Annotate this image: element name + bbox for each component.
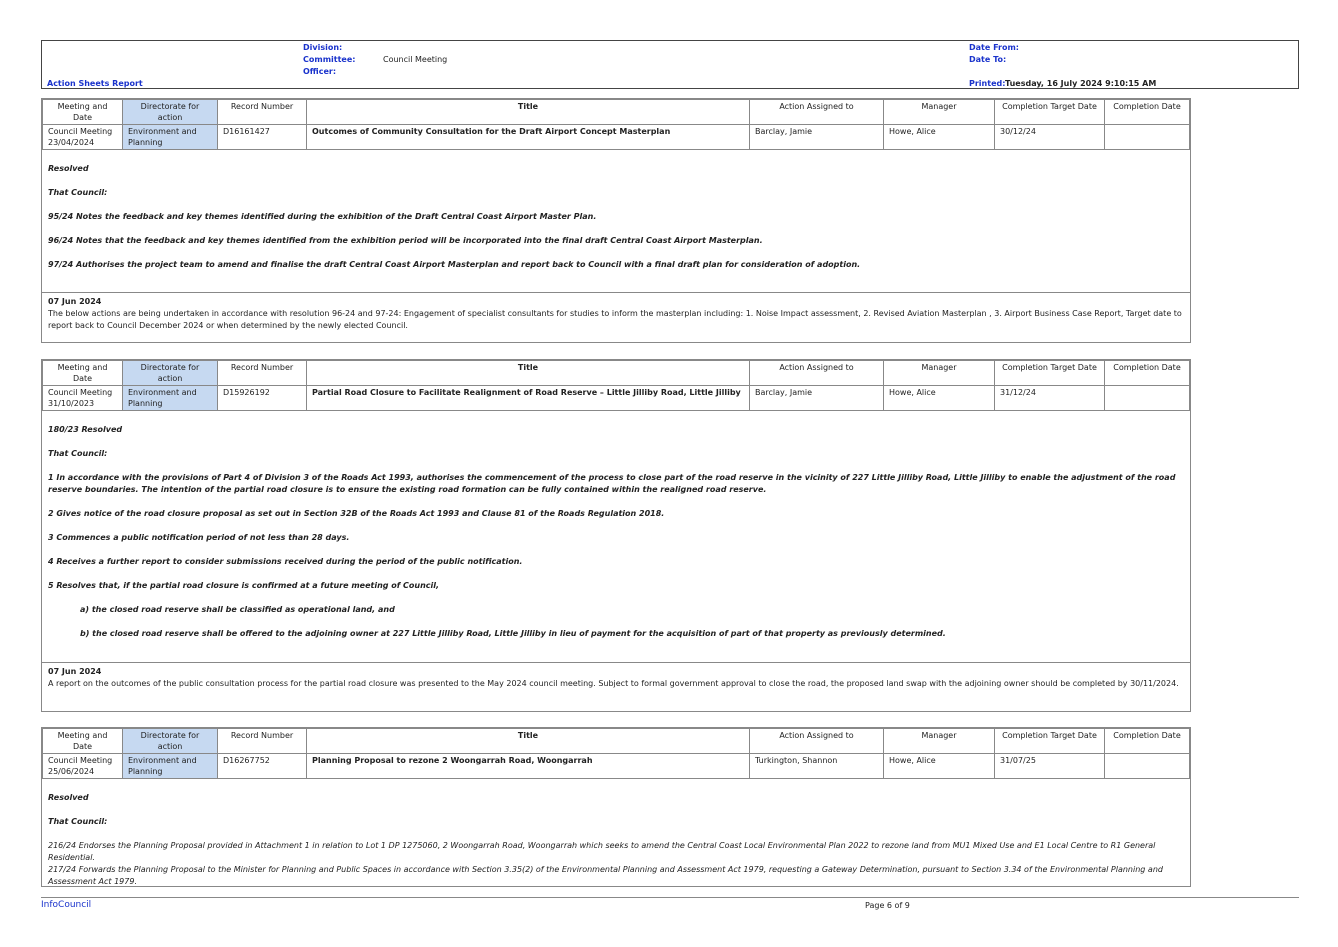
cell-manager: Howe, Alice xyxy=(883,385,995,411)
resolution-subline: a) the closed road reserve shall be clas… xyxy=(80,605,395,614)
col-title: Title xyxy=(306,728,750,754)
col-meeting: Meeting and Date xyxy=(42,360,123,386)
note-date: 07 Jun 2024 xyxy=(48,297,102,306)
resolution-subline: b) the closed road reserve shall be offe… xyxy=(80,629,946,638)
action-item: Meeting and Date Directorate for action … xyxy=(41,359,1191,712)
note-text: The below actions are being undertaken i… xyxy=(48,309,1182,330)
date-from-label: Date From: xyxy=(969,43,1020,52)
resolution-line: 180/23 Resolved xyxy=(48,425,123,434)
col-target: Completion Target Date xyxy=(994,360,1105,386)
resolution-line: 97/24 Authorises the project team to ame… xyxy=(48,260,861,269)
cell-directorate: Environment and Planning xyxy=(122,124,218,150)
table-row: Council Meeting 25/06/2024 Environment a… xyxy=(42,753,1190,779)
col-directorate: Directorate for action xyxy=(122,99,218,125)
action-table: Meeting and Date Directorate for action … xyxy=(42,728,1190,779)
col-target: Completion Target Date xyxy=(994,99,1105,125)
col-record: Record Number xyxy=(217,360,307,386)
col-assigned: Action Assigned to xyxy=(749,728,884,754)
page-number: Page 6 of 9 xyxy=(865,901,910,910)
col-record: Record Number xyxy=(217,99,307,125)
cell-directorate: Environment and Planning xyxy=(122,753,218,779)
cell-completion xyxy=(1104,124,1190,150)
printed-value: Tuesday, 16 July 2024 9:10:15 AM xyxy=(1005,79,1157,88)
resolution-line: That Council: xyxy=(48,817,108,826)
committee-label: Committee: xyxy=(303,55,356,64)
page-footer: InfoCouncil Page 6 of 9 xyxy=(41,897,1299,910)
resolution-body: Resolved That Council: 95/24 Notes the f… xyxy=(42,150,1190,293)
col-manager: Manager xyxy=(883,728,995,754)
resolution-line: Resolved xyxy=(48,793,89,802)
resolution-line: 3 Commences a public notification period… xyxy=(48,533,350,542)
cell-manager: Howe, Alice xyxy=(883,753,995,779)
officer-label: Officer: xyxy=(303,67,337,76)
cell-record: D16267752 xyxy=(217,753,307,779)
cell-meeting: Council Meeting 25/06/2024 xyxy=(42,753,123,779)
division-label: Division: xyxy=(303,43,343,52)
report-header: Division: Committee: Council Meeting Off… xyxy=(41,40,1299,89)
col-manager: Manager xyxy=(883,99,995,125)
resolution-line: 4 Receives a further report to consider … xyxy=(48,557,523,566)
printed-label: Printed: xyxy=(969,79,1006,88)
resolution-line: 217/24 Forwards the Planning Proposal to… xyxy=(48,865,1163,886)
resolution-line: 216/24 Endorses the Planning Proposal pr… xyxy=(48,841,1156,862)
resolution-line: 5 Resolves that, if the partial road clo… xyxy=(48,581,440,590)
resolution-body: Resolved That Council: 216/24 Endorses t… xyxy=(42,779,1190,889)
cell-title: Partial Road Closure to Facilitate Reali… xyxy=(306,385,750,411)
cell-target: 31/07/25 xyxy=(994,753,1105,779)
resolution-line: 1 In accordance with the provisions of P… xyxy=(48,473,1176,494)
progress-note: 07 Jun 2024 A report on the outcomes of … xyxy=(42,662,1190,720)
action-table: Meeting and Date Directorate for action … xyxy=(42,360,1190,411)
col-completion: Completion Date xyxy=(1104,360,1190,386)
cell-record: D16161427 xyxy=(217,124,307,150)
resolution-line: Resolved xyxy=(48,164,89,173)
resolution-line: That Council: xyxy=(48,449,108,458)
table-row: Council Meeting 23/04/2024 Environment a… xyxy=(42,124,1190,150)
cell-meeting: Council Meeting 31/10/2023 xyxy=(42,385,123,411)
cell-meeting: Council Meeting 23/04/2024 xyxy=(42,124,123,150)
resolution-line: 96/24 Notes that the feedback and key th… xyxy=(48,236,763,245)
col-assigned: Action Assigned to xyxy=(749,99,884,125)
cell-assigned: Barclay, Jamie xyxy=(749,385,884,411)
resolution-body: 180/23 Resolved That Council: 1 In accor… xyxy=(42,411,1190,664)
cell-target: 31/12/24 xyxy=(994,385,1105,411)
col-title: Title xyxy=(306,360,750,386)
note-date: 07 Jun 2024 xyxy=(48,667,102,676)
resolution-line: 2 Gives notice of the road closure propo… xyxy=(48,509,665,518)
col-directorate: Directorate for action xyxy=(122,728,218,754)
date-to-label: Date To: xyxy=(969,55,1007,64)
cell-record: D15926192 xyxy=(217,385,307,411)
col-meeting: Meeting and Date xyxy=(42,728,123,754)
progress-note: 07 Jun 2024 The below actions are being … xyxy=(42,292,1190,351)
col-directorate: Directorate for action xyxy=(122,360,218,386)
cell-manager: Howe, Alice xyxy=(883,124,995,150)
col-title: Title xyxy=(306,99,750,125)
report-title: Action Sheets Report xyxy=(47,79,143,88)
col-meeting: Meeting and Date xyxy=(42,99,123,125)
committee-value: Council Meeting xyxy=(383,55,448,64)
cell-assigned: Barclay, Jamie xyxy=(749,124,884,150)
col-manager: Manager xyxy=(883,360,995,386)
cell-title: Planning Proposal to rezone 2 Woongarrah… xyxy=(306,753,750,779)
col-assigned: Action Assigned to xyxy=(749,360,884,386)
col-target: Completion Target Date xyxy=(994,728,1105,754)
app-name: InfoCouncil xyxy=(41,900,92,910)
table-row: Council Meeting 31/10/2023 Environment a… xyxy=(42,385,1190,411)
col-record: Record Number xyxy=(217,728,307,754)
cell-directorate: Environment and Planning xyxy=(122,385,218,411)
col-completion: Completion Date xyxy=(1104,99,1190,125)
cell-completion xyxy=(1104,385,1190,411)
cell-title: Outcomes of Community Consultation for t… xyxy=(306,124,750,150)
action-item: Meeting and Date Directorate for action … xyxy=(41,98,1191,343)
col-completion: Completion Date xyxy=(1104,728,1190,754)
cell-target: 30/12/24 xyxy=(994,124,1105,150)
cell-completion xyxy=(1104,753,1190,779)
resolution-line: That Council: xyxy=(48,188,108,197)
action-item: Meeting and Date Directorate for action … xyxy=(41,727,1191,887)
cell-assigned: Turkington, Shannon xyxy=(749,753,884,779)
note-text: A report on the outcomes of the public c… xyxy=(48,679,1179,688)
action-table: Meeting and Date Directorate for action … xyxy=(42,99,1190,150)
resolution-line: 95/24 Notes the feedback and key themes … xyxy=(48,212,597,221)
